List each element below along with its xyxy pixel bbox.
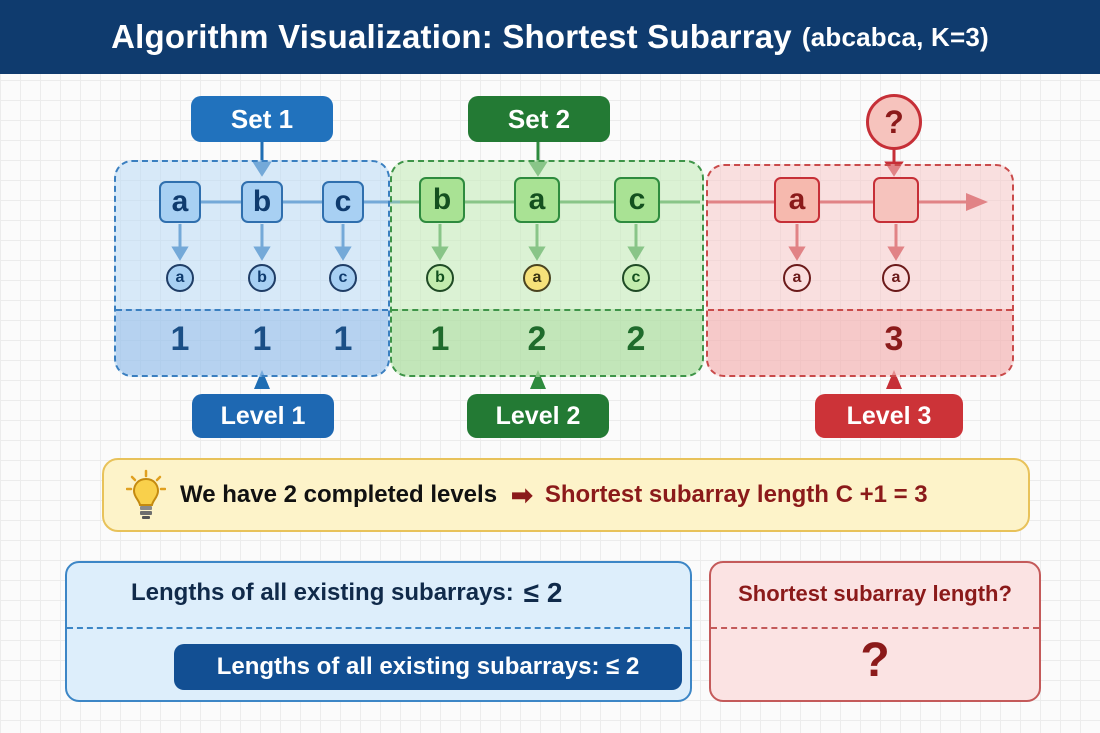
mapped-circle: a xyxy=(882,264,910,292)
shortest-length-panel: Shortest subarray length? ? xyxy=(709,561,1041,702)
cell-b: b xyxy=(241,181,283,223)
shortest-length-question: Shortest subarray length? xyxy=(738,581,1012,606)
page-title: Algorithm Visualization: Shortest Subarr… xyxy=(111,18,792,55)
count-value: 1 xyxy=(170,320,190,358)
level-1-pointer xyxy=(254,370,270,389)
mapped-circle: a xyxy=(166,264,194,292)
mapped-circle: c xyxy=(622,264,650,292)
level-2-label: Level 2 xyxy=(467,394,609,438)
level-3-label: Level 3 xyxy=(815,394,963,438)
cell-a: a xyxy=(774,177,820,223)
existing-lengths-heading: Lengths of all existing subarrays: ≤ 2 xyxy=(131,577,562,609)
level-2-pointer xyxy=(530,370,546,389)
count-value: 1 xyxy=(333,320,353,358)
mapped-circle: b xyxy=(426,264,454,292)
count-value: 1 xyxy=(252,320,272,358)
tip-left-text: We have 2 completed levels xyxy=(180,481,498,508)
cell-c: c xyxy=(614,177,660,223)
tip-right-text: Shortest subarray length C +1 = 3 xyxy=(544,481,928,508)
insight-callout: We have 2 completed levels ➡ Shortest su… xyxy=(102,458,1030,532)
mapped-circle: b xyxy=(248,264,276,292)
header-bar: Algorithm Visualization: Shortest Subarr… xyxy=(0,0,1100,74)
cell-b: b xyxy=(419,177,465,223)
cell-c: c xyxy=(322,181,364,223)
count-value: 3 xyxy=(884,320,904,358)
page-title-params: (abcabca, K=3) xyxy=(801,21,989,52)
set-3-unknown-badge: ? xyxy=(866,94,922,150)
lightbulb-icon xyxy=(125,469,167,521)
set-3-box xyxy=(706,164,1014,377)
level-1-label: Level 1 xyxy=(192,394,334,438)
arrow-right-icon: ➡ xyxy=(511,479,533,510)
count-value: 1 xyxy=(430,320,450,358)
count-value: 2 xyxy=(626,320,646,358)
cell-empty xyxy=(873,177,919,223)
existing-lengths-text: Lengths of all existing subarrays: xyxy=(131,579,514,606)
existing-lengths-value: ≤ 2 xyxy=(523,577,563,608)
existing-lengths-badge: Lengths of all existing subarrays: ≤ 2 xyxy=(174,644,682,690)
set-2-label: Set 2 xyxy=(468,96,610,142)
cell-a: a xyxy=(159,181,201,223)
count-value: 2 xyxy=(527,320,547,358)
unknown-answer: ? xyxy=(860,634,890,687)
mapped-circle: a xyxy=(783,264,811,292)
mapped-circle: c xyxy=(329,264,357,292)
mapped-circle: a xyxy=(523,264,551,292)
level-3-pointer xyxy=(886,370,902,389)
existing-lengths-panel: Lengths of all existing subarrays: ≤ 2 L… xyxy=(65,561,692,702)
cell-a: a xyxy=(514,177,560,223)
set-1-label: Set 1 xyxy=(191,96,333,142)
